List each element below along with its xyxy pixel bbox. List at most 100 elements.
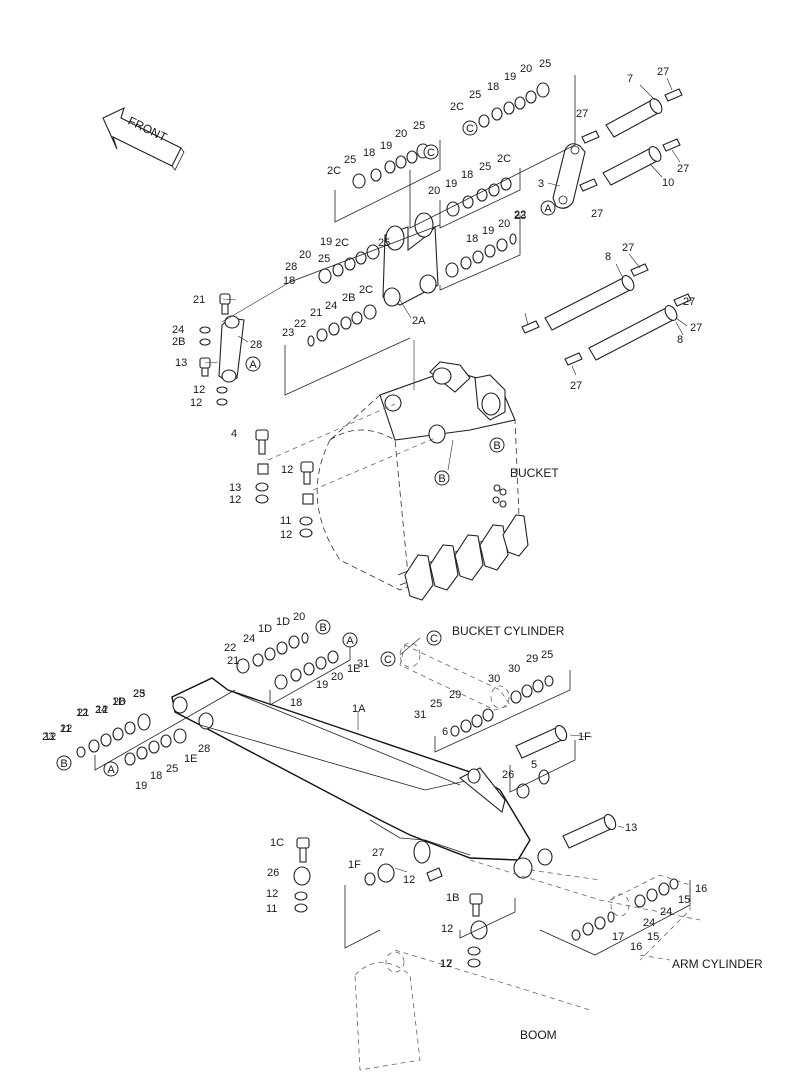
part-number-label: 24: [243, 633, 255, 645]
part-number-label: 21: [193, 294, 205, 306]
part-number-label: 30: [488, 673, 500, 685]
bucket-bolts: [255, 403, 436, 538]
part-number-label: 25: [430, 698, 442, 710]
part-number-label: 23: [133, 688, 145, 700]
part-number-label: 25: [318, 253, 330, 265]
part-number-label: 11: [60, 723, 71, 735]
part-number-label: 11: [266, 903, 277, 915]
reference-marker-letter: B: [438, 473, 445, 485]
part-number-label: 1D: [258, 623, 272, 635]
reference-marker: C: [380, 651, 396, 667]
part-number-label: 28: [250, 339, 262, 351]
part-number-label: 19: [135, 780, 147, 792]
part-number-label: 28: [285, 261, 297, 273]
part-number-label: 1D: [112, 696, 126, 708]
reference-marker: C: [423, 144, 439, 160]
part-number-label: 4: [231, 428, 237, 440]
bucket: [316, 340, 529, 601]
part-number-label: 26: [267, 867, 279, 879]
arm-cylinder-ghost: [609, 874, 691, 961]
part-number-label: 25: [344, 154, 356, 166]
part-number-label: 12: [229, 494, 241, 506]
reference-marker-letter: C: [384, 654, 392, 666]
reference-marker-letter: A: [544, 203, 552, 215]
part-number-label: 25: [539, 58, 551, 70]
front-arrow: FRONT: [102, 106, 185, 171]
part-number-label: 2C: [359, 284, 373, 296]
part-number-label: 12: [280, 529, 292, 541]
part-number-label: 25: [479, 161, 491, 173]
part-number-label: 23: [514, 210, 526, 222]
reference-marker: A: [245, 356, 261, 372]
reference-marker: C: [426, 630, 442, 646]
arm-caption: 1A: [352, 703, 366, 715]
part-number-label: 22: [294, 318, 306, 330]
part-number-label: 21: [77, 707, 89, 719]
part-number-label: 28: [198, 743, 210, 755]
part-number-label: 2C: [497, 153, 511, 165]
part-number-label: 16: [695, 883, 707, 895]
part-number-label: 10: [662, 177, 674, 189]
part-number-label: 24: [660, 906, 672, 918]
part-number-label: 13: [625, 822, 637, 834]
part-number-label: 25: [541, 649, 553, 661]
part-number-label: 8: [677, 334, 683, 346]
part-number-label: 18: [363, 147, 375, 159]
arm: [171, 677, 553, 879]
part-number-label: 1B: [446, 892, 459, 904]
part-number-label: 24: [325, 300, 337, 312]
part-number-label: 20: [293, 611, 305, 623]
part-number-label: 1F: [578, 731, 591, 743]
part-number-label: 31: [414, 709, 426, 721]
boom-caption: BOOM: [520, 1028, 557, 1042]
lower-bolts: [293, 837, 488, 968]
boom-ghost: [354, 859, 701, 1071]
part-number-label: 21: [227, 655, 239, 667]
lower-frames: [94, 645, 691, 956]
part-number-label: 19: [445, 178, 457, 190]
part-number-label: 28: [113, 696, 125, 708]
part-number-label: 30: [508, 663, 520, 675]
reference-marker-letter: C: [430, 633, 438, 645]
part-number-label: 13: [175, 357, 187, 369]
reference-marker-letter: B: [319, 622, 326, 634]
part-number-label: 7: [627, 73, 633, 85]
part-number-label: 22: [60, 723, 72, 735]
part-number-label: 27: [657, 66, 669, 78]
part-number-label: 18: [150, 770, 162, 782]
link-3: [552, 143, 586, 209]
part-number-label: 27: [576, 108, 588, 120]
bucket-cylinder-caption: BUCKET CYLINDER: [452, 624, 565, 638]
part-number-label: 18: [290, 697, 302, 709]
reference-marker-letter: C: [427, 147, 435, 159]
part-number-label: 27: [622, 242, 634, 254]
part-number-label: 27: [677, 163, 689, 175]
part-number-label: 3: [538, 178, 544, 190]
part-number-label: 29: [449, 689, 461, 701]
part-number-label: 18: [461, 169, 473, 181]
reference-marker-letter: C: [466, 123, 474, 135]
arm-cylinder-caption: ARM CYLINDER: [672, 957, 763, 971]
part-number-label: 20: [331, 671, 343, 683]
bucket-cylinder-ghost: [399, 637, 511, 711]
reference-marker: A: [342, 632, 358, 648]
part-number-label: 20: [520, 63, 532, 75]
part-number-label: 2C: [327, 165, 341, 177]
part-number-label: 12: [441, 923, 453, 935]
part-number-label: 27: [372, 847, 384, 859]
part-number-label: 23: [42, 731, 54, 743]
part-number-label: 11: [280, 515, 291, 527]
part-number-label: 2C: [450, 101, 464, 113]
part-number-label: 27: [570, 380, 582, 392]
part-number-label: 17: [612, 931, 624, 943]
lower-bushing-rows: [76, 632, 679, 941]
link-2a: [382, 212, 439, 307]
reference-marker-letter: B: [60, 758, 67, 770]
part-number-label: 24: [95, 704, 107, 716]
part-number-label: 12: [96, 704, 108, 716]
upper-bushing-rows: [307, 82, 550, 347]
bucket-caption: BUCKET: [510, 466, 559, 480]
reference-marker: C: [462, 120, 478, 136]
